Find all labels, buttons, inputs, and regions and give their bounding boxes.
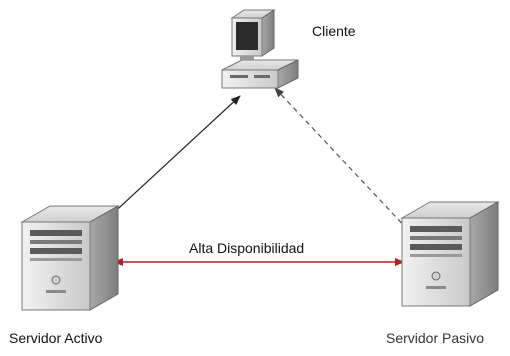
client-active-link (107, 95, 241, 219)
server-tower-icon (21, 205, 119, 311)
passive-server-label: Servidor Pasivo (386, 330, 484, 346)
active-server-label: Servidor Activo (9, 330, 103, 346)
client-label: Cliente (312, 23, 356, 39)
high-availability-label: Alta Disponibilidad (189, 240, 304, 256)
desktop-computer-icon (221, 9, 299, 89)
client-passive-link (274, 87, 411, 233)
server-tower-icon (401, 201, 499, 307)
links (107, 87, 411, 266)
